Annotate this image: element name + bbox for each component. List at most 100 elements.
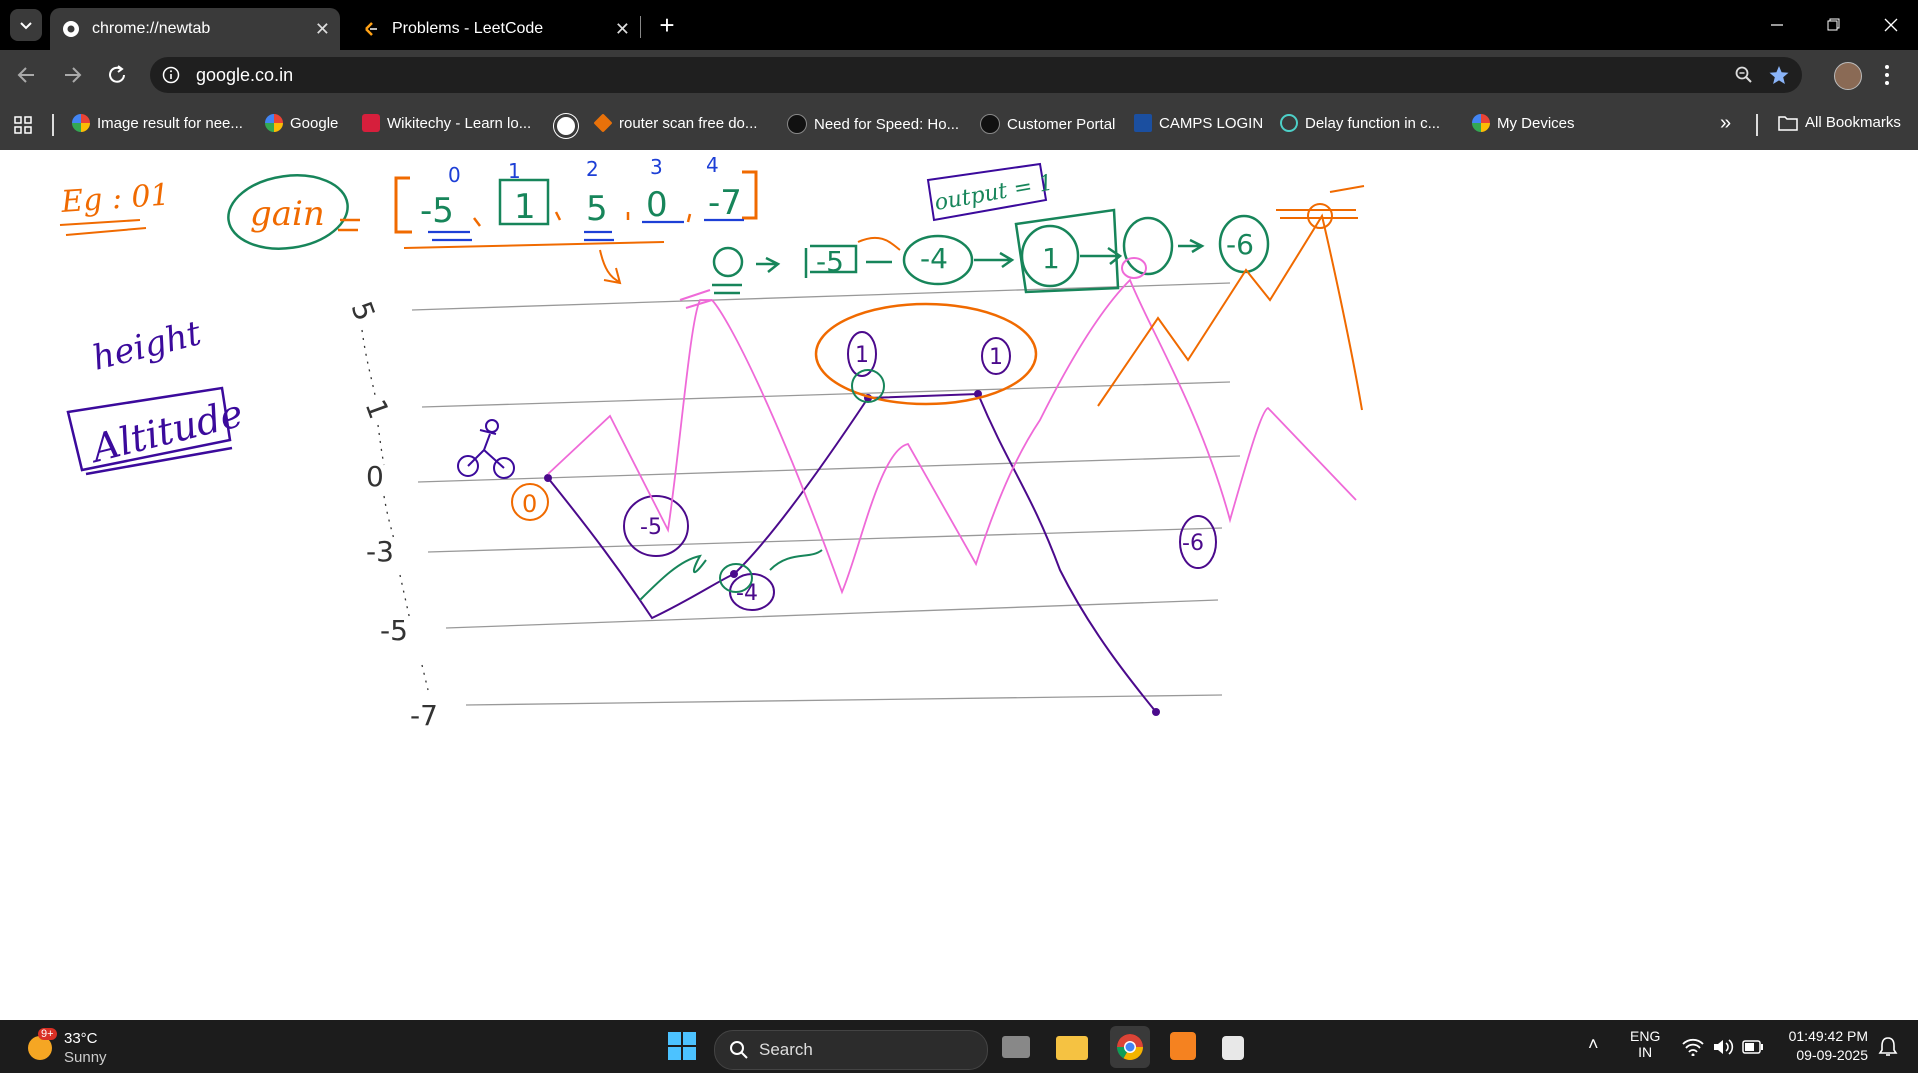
index-label: 2 [586, 157, 599, 181]
volume-icon[interactable] [1712, 1037, 1734, 1057]
bookmark-image-result[interactable]: Image result for nee... [72, 114, 243, 132]
tab-newtab[interactable]: chrome://newtab ✕ [50, 8, 340, 50]
back-icon[interactable] [14, 63, 40, 87]
close-window-button[interactable] [1876, 12, 1906, 38]
chrome-taskbar-icon[interactable] [1110, 1026, 1150, 1068]
camps-icon [1134, 114, 1152, 132]
gain-label: gain [250, 194, 325, 234]
index-label: 0 [448, 163, 461, 187]
tab-title: chrome://newtab [92, 20, 211, 37]
menu-icon[interactable] [1882, 63, 1892, 87]
sequence-value: 1 [1042, 242, 1060, 275]
sequence [712, 208, 1270, 295]
minimize-button[interactable] [1762, 12, 1792, 38]
ea-icon [980, 114, 1000, 134]
sublime-icon[interactable] [1170, 1032, 1196, 1060]
point-value: -4 [736, 581, 758, 606]
all-bookmarks[interactable]: All Bookmarks [1778, 114, 1901, 131]
altitude-gridlines [411, 282, 1241, 706]
gain-array: -5 1 5 0 -7 [420, 178, 742, 231]
info-icon[interactable] [162, 66, 180, 84]
bookmark-nfs[interactable]: Need for Speed: Ho... [787, 114, 959, 134]
tab-leetcode[interactable]: Problems - LeetCode ✕ [350, 8, 640, 50]
leetcode-icon [365, 22, 377, 36]
language-indicator[interactable]: ENG IN [1630, 1028, 1660, 1060]
address-bar[interactable]: google.co.in [150, 57, 1802, 93]
forward-icon[interactable] [60, 63, 86, 87]
bookmark-label: Need for Speed: Ho... [814, 115, 960, 133]
pink-zigzag [547, 278, 1357, 595]
bookmark-router[interactable]: router scan free do... [593, 113, 758, 133]
wikitechy-icon [362, 114, 380, 132]
y-level-labels: 5 1 0 -3 -5 -7 [345, 297, 438, 732]
lang-top: ENG [1630, 1028, 1661, 1044]
avatar[interactable] [1834, 62, 1862, 90]
new-tab-button[interactable]: + [652, 8, 682, 42]
bookmark-google[interactable]: Google [265, 114, 338, 132]
bookmark-label: Wikitechy - Learn lo... [387, 114, 532, 132]
close-icon[interactable]: ✕ [614, 18, 630, 39]
ea-icon [787, 114, 807, 134]
search-icon [730, 1041, 748, 1059]
array-indices: 0 1 2 3 4 [448, 153, 719, 187]
y-label: 5 [345, 297, 382, 325]
url-text: google.co.in [196, 65, 294, 85]
chevron-up-icon[interactable]: ˄ [1588, 1034, 1599, 1054]
bike-icon [457, 419, 515, 479]
browser-toolbar: google.co.in [0, 50, 1918, 100]
bookmark-customer-portal[interactable]: Customer Portal [980, 114, 1115, 134]
delay-icon [1280, 114, 1298, 132]
y-label: -5 [380, 614, 408, 647]
apps-grid-icon[interactable] [14, 116, 32, 134]
folder-icon [1778, 115, 1798, 131]
bookmark-my-devices[interactable]: My Devices [1472, 114, 1575, 132]
tab-divider [640, 16, 641, 38]
array-value: -7 [708, 183, 742, 223]
zoom-icon[interactable] [1734, 65, 1754, 85]
google-icon [1472, 114, 1490, 132]
battery-icon[interactable] [1742, 1040, 1764, 1054]
chevron-more-icon[interactable]: » [1720, 112, 1732, 134]
sequence-value: -6 [1226, 228, 1254, 261]
wifi-icon[interactable] [1682, 1038, 1704, 1056]
clock[interactable]: 01:49:42 PM 09-09-2025 [1782, 1028, 1868, 1063]
bookmark-label: Customer Portal [1007, 115, 1116, 133]
taskbar-search[interactable]: Search [714, 1030, 988, 1070]
bookmark-label: All Bookmarks [1805, 114, 1901, 131]
point-values: -5 -4 1 1 -6 [640, 343, 1204, 606]
notification-bell-icon[interactable] [1878, 1036, 1898, 1058]
sequence-value: -5 [816, 245, 844, 278]
star-icon[interactable] [1768, 64, 1790, 86]
tab-search-button[interactable] [10, 9, 42, 41]
reload-icon[interactable] [105, 63, 131, 87]
weather-widget[interactable]: 9+ 33°C Sunny [24, 1028, 144, 1068]
file-explorer-icon[interactable] [1056, 1036, 1088, 1060]
y-label: -3 [366, 535, 394, 568]
bookmark-camps[interactable]: CAMPS LOGIN [1134, 114, 1263, 132]
y-label: 1 [359, 395, 396, 423]
close-icon[interactable]: ✕ [314, 18, 330, 39]
point-value: -5 [640, 515, 662, 540]
altitude-path [547, 392, 1157, 713]
orange-zigzag [1097, 213, 1363, 411]
whiteboard-canvas[interactable]: 5 1 0 -3 -5 -7 Eg : 01 gain -5 1 5 0 -7 [0, 150, 1918, 1020]
windows-start-icon[interactable] [666, 1030, 698, 1062]
bookmark-label: CAMPS LOGIN [1159, 114, 1264, 132]
close-icon [1884, 18, 1898, 32]
task-view-icon[interactable] [1002, 1036, 1030, 1058]
restore-button[interactable] [1818, 12, 1848, 38]
point-value: 0 [522, 490, 537, 518]
chrome-icon [1116, 1034, 1144, 1061]
sequence-values: -5 -4 1 -6 [816, 228, 1254, 278]
bookmark-globe[interactable] [554, 114, 585, 138]
array-value: -5 [420, 191, 454, 231]
bookmark-delay[interactable]: Delay function in c... [1280, 114, 1440, 132]
index-label: 1 [508, 159, 521, 183]
snipping-tool-icon[interactable] [1222, 1036, 1244, 1060]
bookmark-wikitechy[interactable]: Wikitechy - Learn lo... [362, 114, 531, 132]
point-value: 1 [989, 345, 1003, 370]
array-underlines [428, 218, 744, 242]
bookmark-label: router scan free do... [619, 114, 758, 132]
weather-badge: 9+ [38, 1028, 57, 1040]
array-value: 0 [646, 185, 668, 225]
